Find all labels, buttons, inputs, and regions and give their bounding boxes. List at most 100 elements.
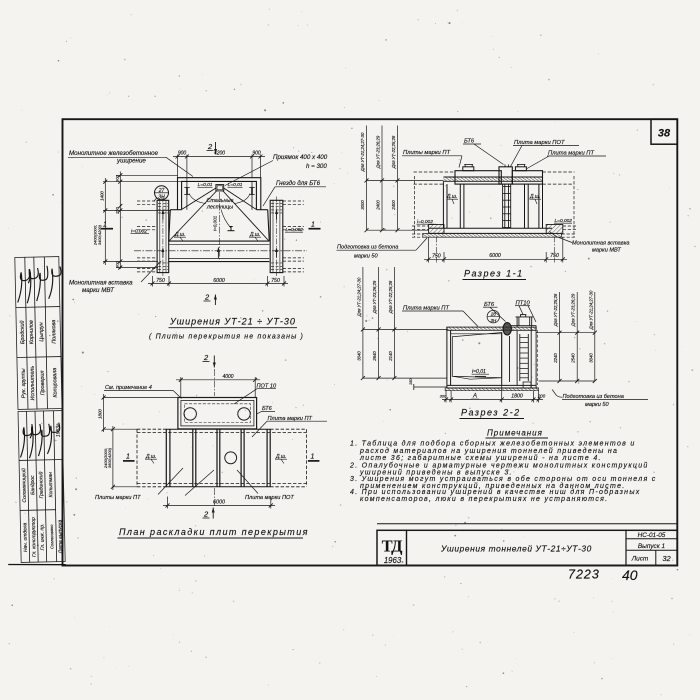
svg-text:L=0,002: L=0,002 [555, 218, 573, 224]
svg-text:4. При использовании уширени: 4. При использовании уширений в качестве… [350, 488, 641, 496]
svg-text:марки МВТ: марки МВТ [82, 287, 115, 294]
svg-text:Монолитная вставка: Монолитная вставка [69, 280, 133, 287]
svg-text:Плита марки ПТ: Плита марки ПТ [548, 151, 594, 157]
svg-text:3040: 3040 [588, 353, 593, 363]
svg-text:40: 40 [622, 567, 638, 583]
svg-text:1800: 1800 [511, 394, 523, 400]
svg-text:уширений приведены в выпуск: уширений приведены в выпуске 3. [359, 469, 513, 477]
svg-text:Рук. группы: Рук. группы [21, 368, 28, 398]
svg-text:Для УТ-23;26;29: Для УТ-23;26;29 [372, 280, 377, 314]
svg-text:27: 27 [158, 188, 165, 194]
svg-text:6000: 6000 [213, 278, 225, 284]
svg-text:Разрез 2-2: Разрез 2-2 [461, 408, 521, 418]
svg-text:1400: 1400 [99, 191, 104, 201]
svg-text:32: 32 [662, 554, 671, 563]
svg-text:4000: 4000 [222, 374, 233, 380]
svg-text:ПОТ 10: ПОТ 10 [257, 383, 277, 389]
svg-text:i=0,001: i=0,001 [213, 215, 218, 231]
svg-text:2140: 2140 [388, 351, 393, 362]
svg-text:БТ6: БТ6 [464, 139, 475, 145]
svg-text:2: 2 [203, 510, 209, 519]
svg-text:6000: 6000 [489, 253, 501, 259]
svg-text:Плиты марки ПТ: Плиты марки ПТ [403, 150, 451, 156]
svg-text:1963: 1963 [384, 556, 402, 565]
svg-text:3. Уширения могут устраивать: 3. Уширения могут устраиваться в обе сто… [350, 475, 657, 483]
svg-text:Градинский: Градинский [37, 471, 45, 498]
svg-text:2400(3000;: 2400(3000; [93, 225, 98, 246]
svg-text:2. Опалубочные и арматурные: 2. Опалубочные и арматурные чертежи моно… [349, 461, 649, 469]
svg-text:Для УТ-21;24;27-30: Для УТ-21;24;27-30 [360, 132, 365, 172]
svg-text:Корнилов: Корнилов [29, 320, 36, 344]
svg-text:Согласовано: Согласовано [49, 524, 55, 549]
svg-text:L=0,01: L=0,01 [228, 182, 243, 188]
svg-text:( Плиты перекрытия не показ: ( Плиты перекрытия не показаны ) [149, 334, 304, 341]
svg-text:Копытман: Копытман [48, 472, 55, 498]
svg-text:i=0,01: i=0,01 [472, 369, 486, 375]
svg-text:3000: 3000 [360, 200, 365, 210]
svg-text:НС-01-05: НС-01-05 [638, 532, 666, 539]
svg-text:БТ6: БТ6 [484, 302, 495, 308]
svg-text:900: 900 [178, 151, 187, 157]
svg-text:Плита марки ПТ: Плита марки ПТ [403, 306, 449, 312]
svg-text:Подготовка из бетона: Подготовка из бетона [337, 245, 398, 251]
svg-text:6000: 6000 [213, 499, 225, 505]
svg-text:Нач. отдела: Нач. отдела [22, 522, 29, 552]
svg-text:Полякова: Полякова [51, 320, 58, 344]
svg-text:Д.ш.: Д.ш. [529, 194, 540, 200]
svg-text:План раскладки плит перекры: План раскладки плит перекрытия [119, 527, 309, 537]
svg-text:750: 750 [271, 278, 280, 284]
svg-text:См. примечание 4: См. примечание 4 [105, 385, 152, 391]
svg-text:марки 50: марки 50 [354, 254, 378, 260]
svg-text:Копировала: Копировала [52, 368, 59, 398]
svg-text:Проверил: Проверил [40, 371, 47, 396]
svg-text:Выпуск 1: Выпуск 1 [638, 543, 666, 550]
svg-text:200: 200 [537, 394, 546, 399]
svg-text:h = 300: h = 300 [306, 163, 327, 170]
svg-text:Д.ш.: Д.ш. [249, 232, 260, 238]
svg-text:Подготовка из бетона: Подготовка из бетона [563, 394, 624, 400]
svg-text:3400;4200): 3400;4200) [97, 224, 102, 245]
svg-text:Д.ш.: Д.ш. [174, 232, 185, 238]
svg-text:Уширения УТ-21 ÷ УТ-30: Уширения УТ-21 ÷ УТ-30 [169, 317, 296, 327]
svg-text:250: 250 [114, 206, 119, 214]
svg-text:Плита марки ПОТ: Плита марки ПОТ [245, 495, 294, 501]
svg-text:листе 36; габаритные схемы: листе 36; габаритные схемы уширений - на… [359, 454, 602, 462]
svg-text:Уширения тоннелей УТ-21÷УТ-3: Уширения тоннелей УТ-21÷УТ-30 [440, 544, 592, 554]
svg-text:Для УТ-22;25;28: Для УТ-22;25;28 [553, 293, 558, 327]
svg-text:2: 2 [207, 142, 213, 151]
svg-text:Приямок 400 х 400: Приямок 400 х 400 [273, 154, 328, 161]
svg-text:38: 38 [658, 128, 671, 140]
svg-text:3600;4200): 3600;4200) [107, 447, 112, 468]
svg-text:300: 300 [440, 394, 447, 399]
svg-text:Цыпрун: Цыпрун [39, 322, 45, 341]
svg-text:2540: 2540 [571, 353, 576, 364]
svg-text:ПТ10: ПТ10 [516, 300, 531, 306]
svg-text:1: 1 [126, 454, 130, 461]
svg-text:Бандрос: Бандрос [30, 475, 36, 495]
svg-text:Д.ш.: Д.ш. [275, 454, 286, 460]
svg-text:750: 750 [432, 254, 441, 260]
svg-text:А: А [472, 394, 477, 400]
svg-text:28: 28 [490, 312, 497, 317]
svg-text:Для УТ-22;25;28: Для УТ-22;25;28 [388, 280, 393, 314]
svg-text:Примечания: Примечания [487, 429, 543, 438]
svg-text:2: 2 [203, 353, 209, 362]
svg-text:2: 2 [204, 293, 210, 302]
svg-text:3040: 3040 [356, 351, 361, 361]
svg-text:4200: 4200 [214, 151, 225, 157]
svg-text:Монолитная вставка: Монолитная вставка [572, 241, 629, 247]
svg-text:2400: 2400 [376, 200, 381, 211]
svg-text:2640: 2640 [372, 351, 377, 362]
svg-text:марки 50: марки 50 [585, 402, 609, 408]
svg-text:Исполнитель: Исполнитель [30, 366, 37, 401]
svg-text:i=0,002: i=0,002 [131, 228, 147, 234]
svg-text:уширение: уширение [116, 157, 146, 164]
svg-text:расход материалов на уширен: расход материалов на уширения тоннелей п… [359, 447, 618, 455]
svg-text:Плита марки ПОТ: Плита марки ПОТ [514, 140, 565, 146]
svg-text:Д.ш.: Д.ш. [446, 194, 457, 200]
svg-text:марки МВТ: марки МВТ [592, 248, 621, 254]
svg-text:Дата выпуска: Дата выпуска [57, 519, 64, 554]
svg-text:300: 300 [114, 174, 119, 181]
svg-text:3Н: 3Н [158, 195, 165, 201]
svg-text:3Н: 3Н [490, 318, 497, 323]
